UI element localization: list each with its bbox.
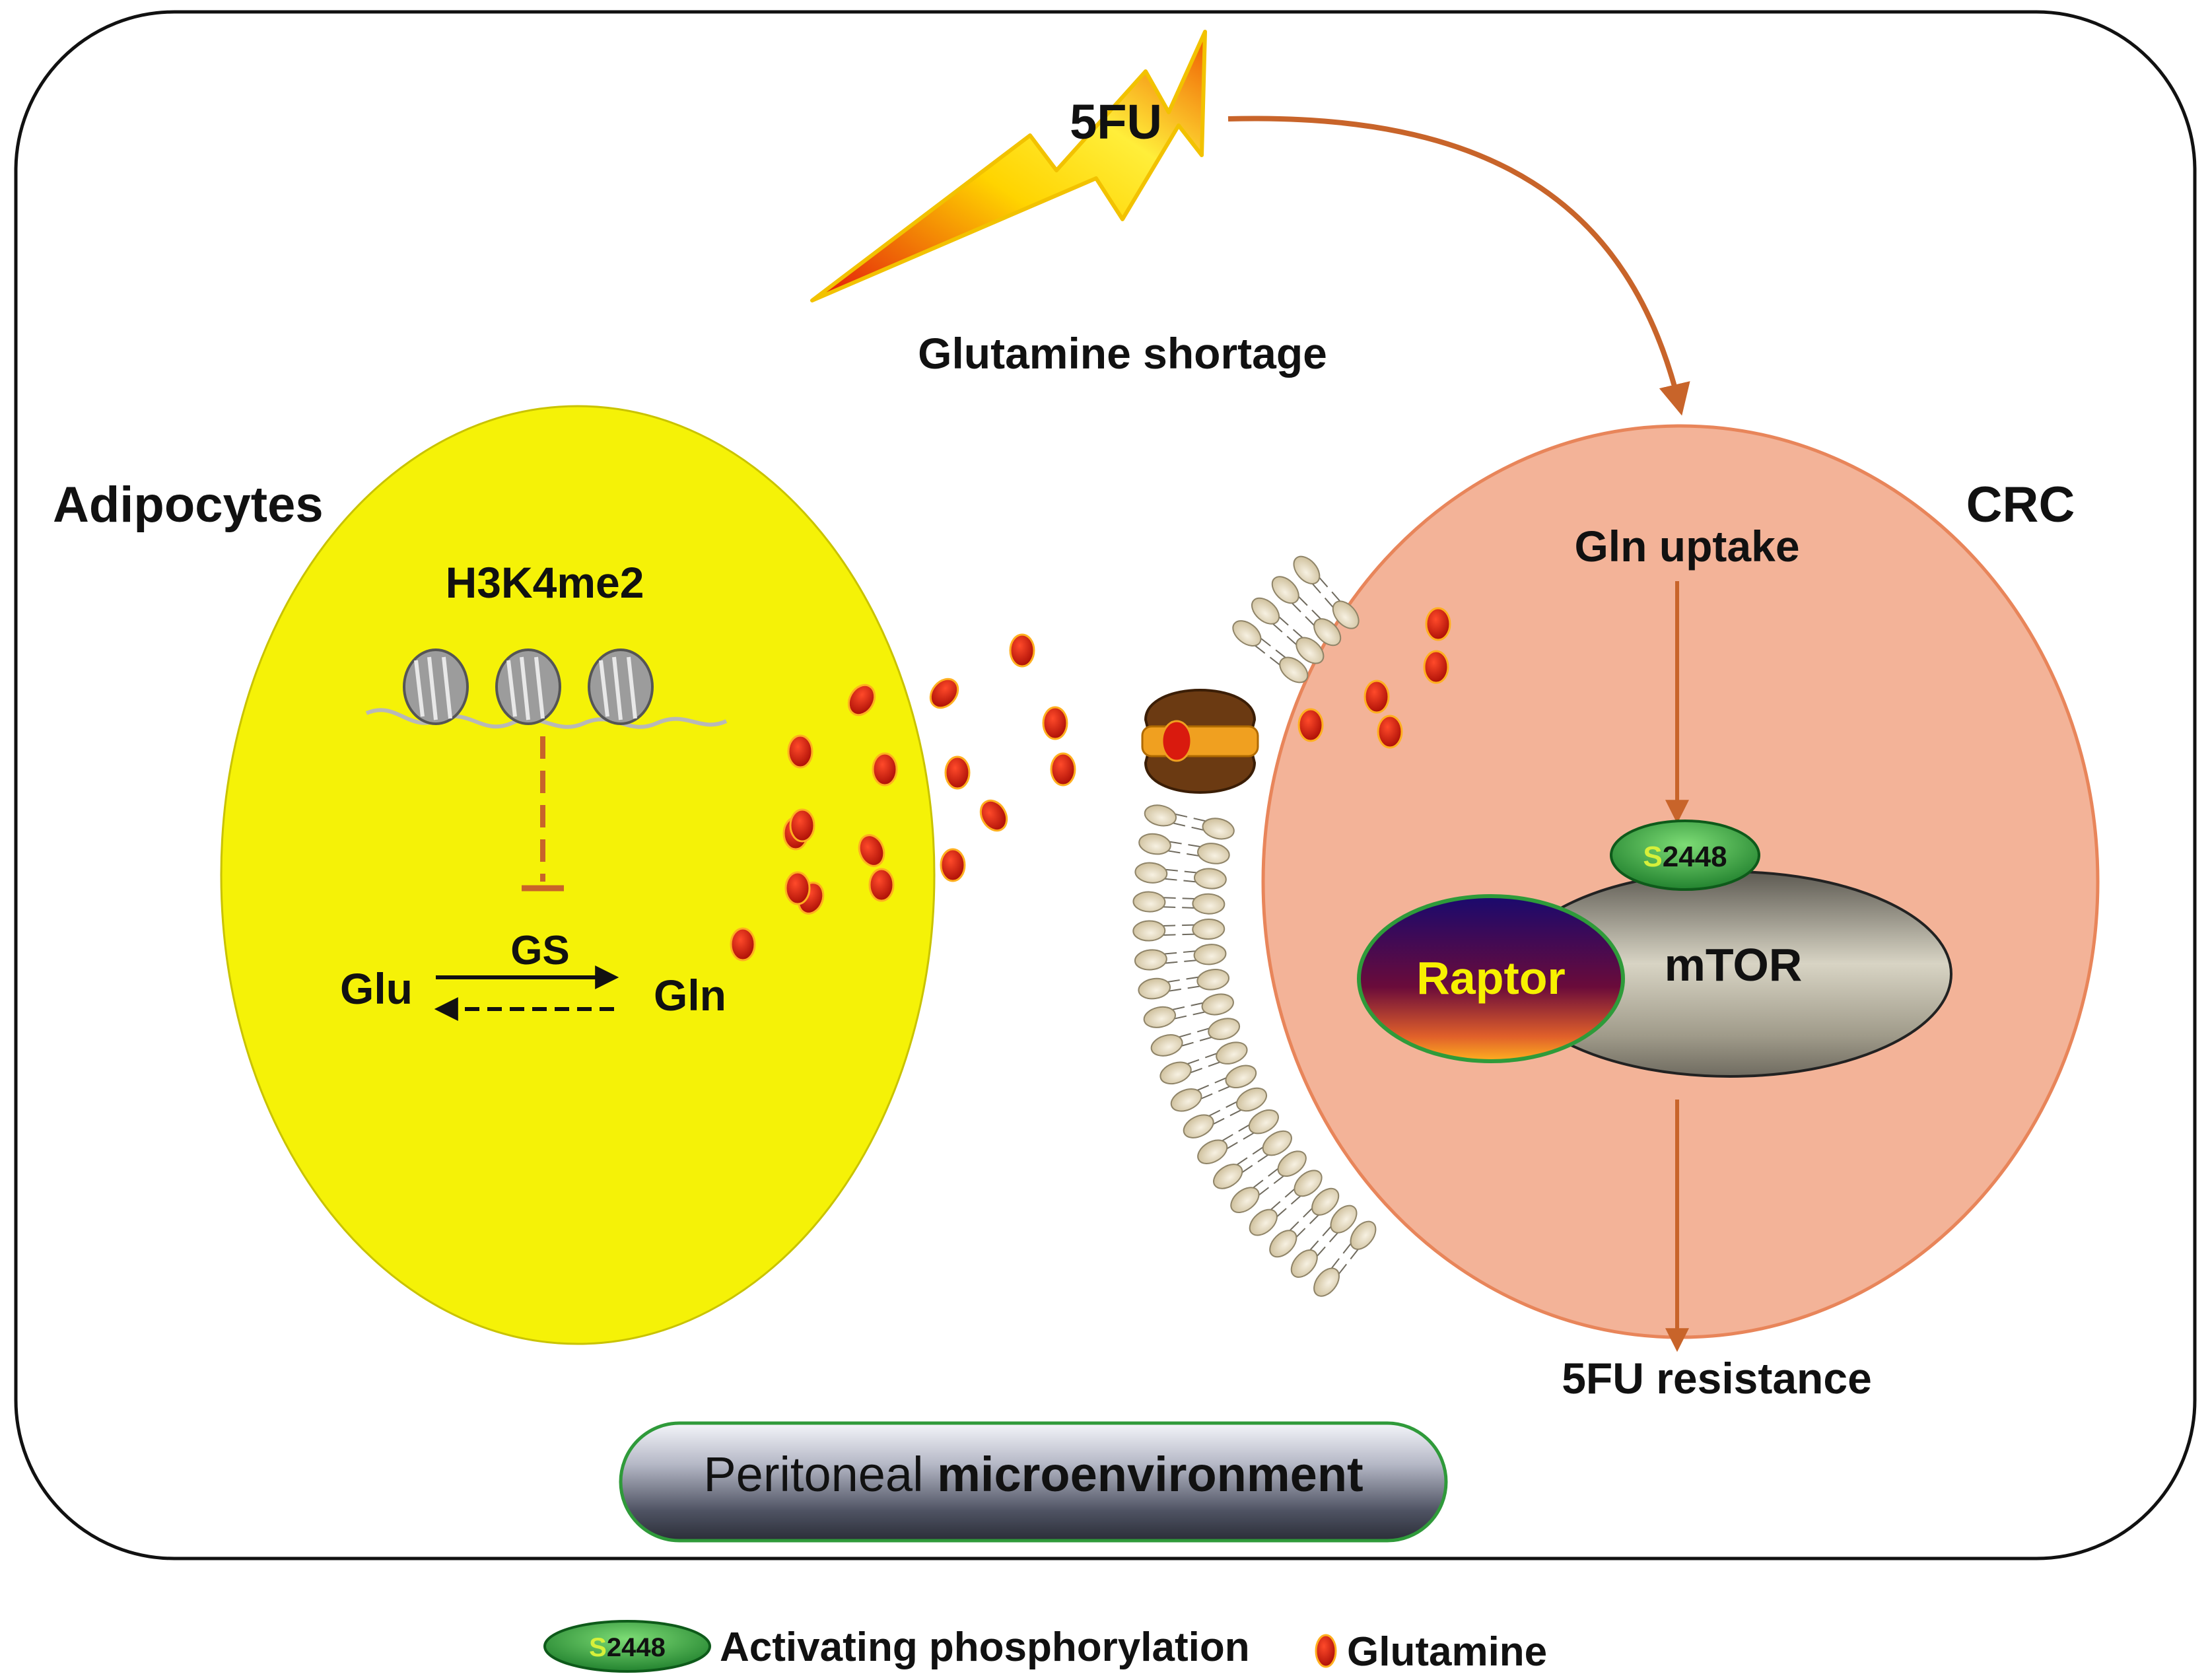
nucleosome-icon <box>588 648 654 725</box>
glutamine-particle <box>858 834 885 867</box>
gln-label: Gln <box>654 971 726 1020</box>
glutamine-particle <box>940 848 966 882</box>
glutamine-particles <box>730 607 1451 962</box>
glutamine-particle <box>1009 633 1035 668</box>
glutamine-particle <box>1377 715 1403 749</box>
nucleosome-icon <box>403 648 469 725</box>
microenvironment-word-a: Peritoneal <box>703 1447 923 1502</box>
nucleosome-icon <box>495 648 561 725</box>
raptor-protein <box>1357 894 1625 1063</box>
glutamine-particle <box>847 683 876 717</box>
crc-label: CRC <box>1966 477 2075 533</box>
gln-uptake-label: Gln uptake <box>1574 522 1799 571</box>
microenvironment-label: Peritoneal microenvironment <box>703 1447 1363 1502</box>
phosphorylation-site <box>1610 820 1760 891</box>
resistance-label: 5FU resistance <box>1562 1354 1872 1403</box>
glutamine-particle <box>789 808 815 843</box>
site-prefix: S <box>1643 841 1662 873</box>
adipocyte-cell <box>220 405 936 1345</box>
glutamine-particle <box>787 734 813 769</box>
drug-label: 5FU <box>1070 94 1162 149</box>
h3k4me2-label: H3K4me2 <box>446 558 644 607</box>
legend: S2448 Activating phosphorylation Glutami… <box>543 1620 1547 1675</box>
glutamine-particle <box>979 799 1008 832</box>
glutamine-particle <box>1050 752 1076 787</box>
glutamine-particle <box>1423 650 1449 684</box>
adipocytes-label: Adipocytes <box>53 477 324 533</box>
gs-label: GS <box>510 928 570 973</box>
glutamine-shortage-label: Glutamine shortage <box>918 329 1327 378</box>
legend-phospho-label: Activating phosphorylation <box>720 1625 1250 1670</box>
legend-site-number: 2448 <box>607 1633 666 1662</box>
glu-label: Glu <box>340 964 413 1013</box>
microenvironment-word-b: microenvironment <box>937 1447 1364 1502</box>
glutamine-particle <box>1042 706 1068 740</box>
drug-to-crc-arrow <box>1227 116 1690 416</box>
lightning-bolt-icon <box>810 30 1207 302</box>
glutamine-particle <box>872 752 898 787</box>
legend-glutamine-swatch <box>1315 1634 1337 1668</box>
raptor-label: Raptor <box>1416 952 1566 1004</box>
mtor-label: mTOR <box>1665 939 1803 991</box>
glutamine-particle <box>868 868 895 902</box>
glutamine-particle <box>730 927 756 962</box>
glutamine-particle <box>944 755 971 790</box>
glutamine-particle <box>1425 607 1451 641</box>
legend-glutamine-label: Glutamine <box>1347 1629 1547 1675</box>
lipid-bilayer <box>1132 555 1377 1297</box>
glutamine-particle <box>1297 708 1324 742</box>
legend-phospho-site: S2448 <box>589 1633 666 1662</box>
site-number: 2448 <box>1663 841 1727 873</box>
microenvironment-pill <box>619 1421 1448 1543</box>
phosphorylation-site-label: S2448 <box>1643 841 1727 873</box>
glutamine-particle <box>784 871 811 905</box>
legend-phospho-swatch <box>543 1620 711 1673</box>
legend-site-prefix: S <box>589 1633 607 1662</box>
glutamine-transporter-icon <box>1141 689 1259 794</box>
glutamine-particle <box>1364 680 1390 714</box>
glutamine-particle <box>929 678 959 709</box>
